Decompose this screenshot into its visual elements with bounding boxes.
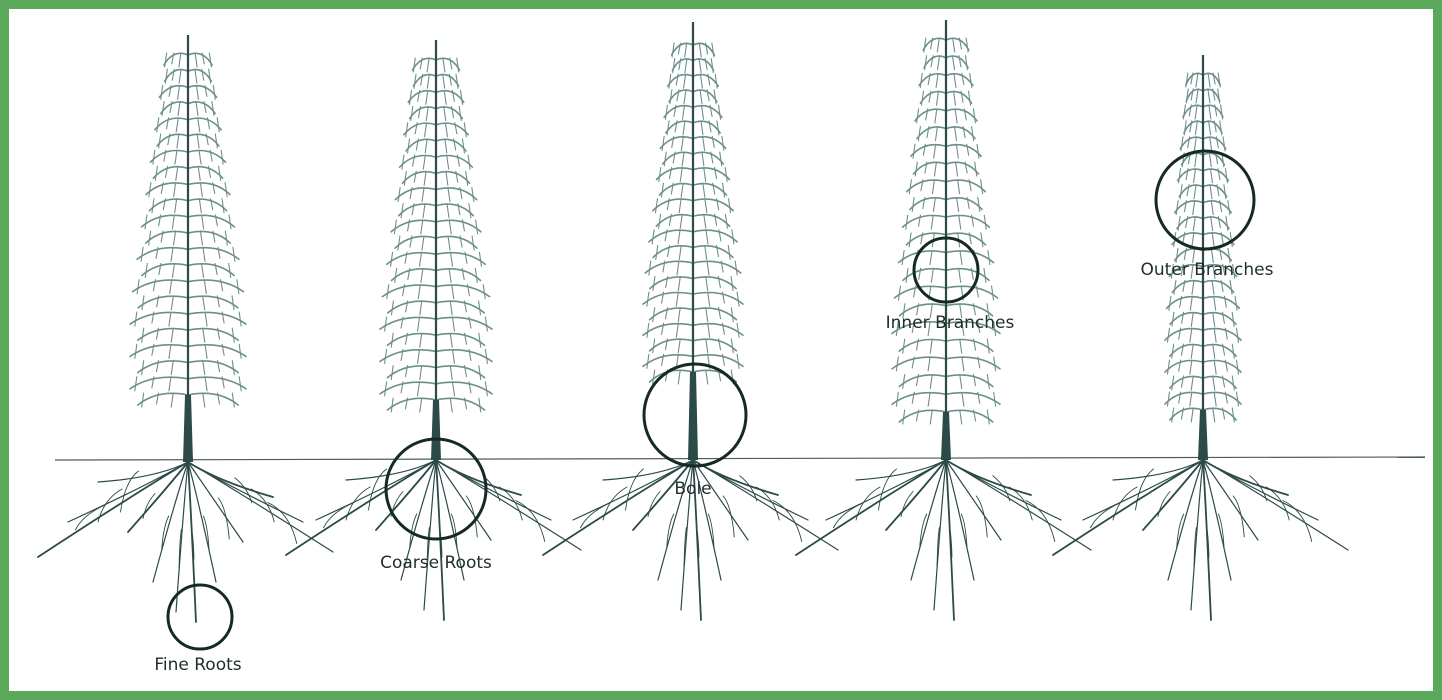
bole bbox=[941, 412, 951, 460]
bole bbox=[183, 395, 193, 462]
trees-layer bbox=[38, 20, 1348, 622]
roots bbox=[38, 462, 333, 622]
tree-2 bbox=[286, 40, 581, 620]
ground-line bbox=[55, 457, 1425, 460]
roots bbox=[796, 460, 1091, 620]
label-fine-roots: Fine Roots bbox=[154, 655, 241, 675]
label-outer-branches: Outer Branches bbox=[1141, 260, 1274, 280]
highlight-circles bbox=[168, 151, 1254, 649]
bole bbox=[431, 400, 441, 460]
label-bole: Bole bbox=[674, 479, 711, 499]
bole bbox=[1198, 410, 1208, 460]
label-inner-branches: Inner Branches bbox=[886, 313, 1015, 333]
roots bbox=[1053, 460, 1348, 620]
tree-3 bbox=[543, 22, 838, 620]
bole bbox=[688, 372, 698, 460]
tree-5 bbox=[1053, 55, 1348, 620]
tree-1 bbox=[38, 35, 333, 622]
label-coarse-roots: Coarse Roots bbox=[380, 553, 492, 573]
highlight-circle-1 bbox=[168, 585, 232, 649]
